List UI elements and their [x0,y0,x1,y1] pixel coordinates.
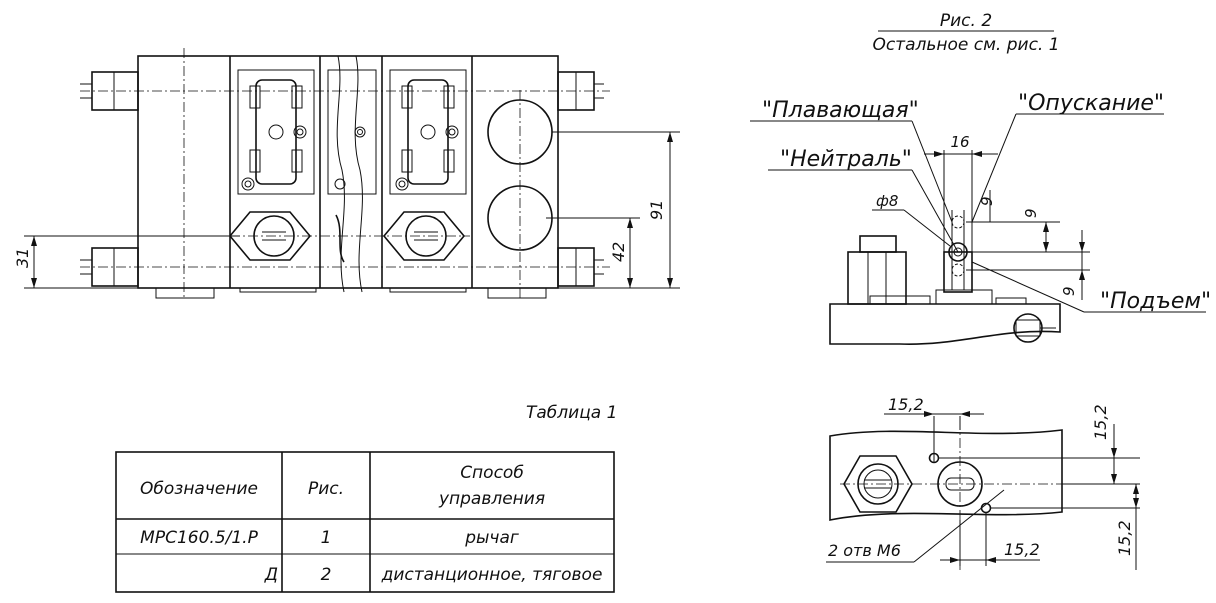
fig2-title: Рис. 2 [940,11,992,31]
header-fig: Рис. [308,479,344,499]
holes-label: 2 отв М6 [828,541,901,560]
header-designation: Обозначение [140,479,258,499]
label-lower: "Опускание" [1018,91,1164,116]
dim-15-2-right: 15,2 [1091,404,1110,440]
cell-designation: МРС160.5/1.Р [140,528,258,548]
dim-9-b: 9 [1022,208,1040,218]
dim-phi8: ф8 [876,192,898,210]
dim-15-2-lower-right: 15,2 [1004,540,1040,559]
lever-linkage-left [241,79,307,191]
base-plate [829,303,1061,345]
table-title: Таблица 1 [526,403,617,423]
label-float: "Плавающая" [762,98,919,123]
dim-91: 91 [647,200,666,220]
fig2-caption: Рис. 2 Остальное см. рис. 1 [872,11,1059,55]
label-raise: "Подъем" [1100,289,1211,314]
label-neutral: "Нейтраль" [780,147,912,172]
cell-designation: Д [264,565,278,585]
lever-linkage-right [395,79,459,191]
spec-table: Таблица 1 Обозначение Рис. Способ управл… [115,403,617,593]
fig2-position-labels: "Плавающая" "Опускание" "Нейтраль" "Подъ… [750,91,1211,314]
table-row: МРС160.5/1.Р 1 рычаг [140,528,519,548]
fig2-note: Остальное см. рис. 1 [872,35,1059,55]
dim-42: 42 [609,242,628,262]
dim-16: 16 [950,133,969,151]
cell-fig: 2 [321,565,332,585]
fig2-lever-view: 16 ф8 9 9 9 [829,133,1090,345]
header-method-line2: управления [438,489,545,509]
cell-fig: 1 [321,528,332,548]
detail-body [829,429,1063,521]
cell-method: дистанционное, тяговое [381,565,603,585]
dim-31: 31 [13,248,32,268]
dim-9-a: 9 [978,196,996,206]
detail-mounting-view: 15,2 15,2 15,2 15,2 2 отв М6 [826,395,1140,570]
lever-stem [943,251,973,293]
dim-15-2-top: 15,2 [888,395,924,414]
dim-9-c: 9 [1060,286,1078,296]
dim-15-2-bottom: 15,2 [1115,520,1134,556]
cell-method: рычаг [464,528,519,548]
table-row: Д 2 дистанционное, тяговое [264,565,603,585]
valve-body [137,55,559,289]
valve-front-view: 31 42 91 [13,48,680,300]
header-method-line1: Способ [460,463,524,483]
